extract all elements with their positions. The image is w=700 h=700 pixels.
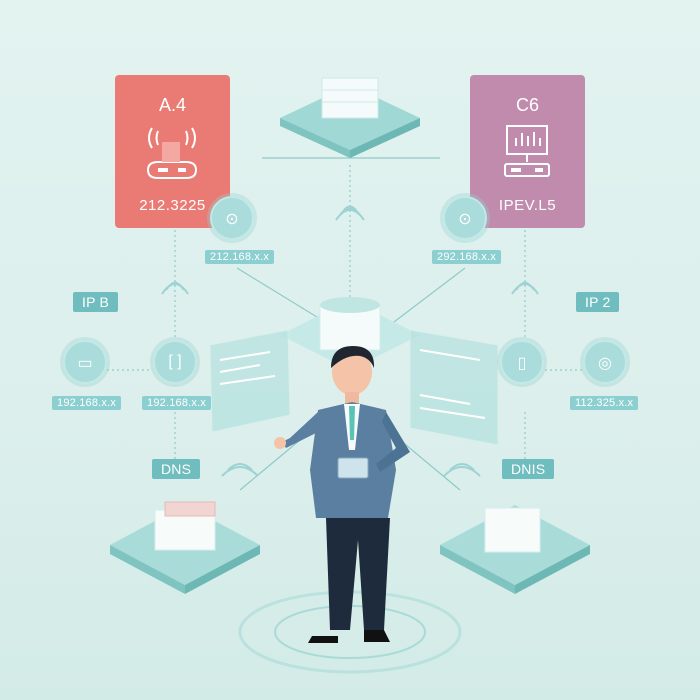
code-node[interactable]: [ ] [153, 340, 197, 384]
code-icon: [ ] [168, 353, 182, 370]
floating-screens [209, 329, 499, 446]
devices-icon: ▯ [517, 355, 527, 372]
dns-label: DNIS [502, 459, 555, 479]
wifi-router-icon [146, 127, 198, 179]
globe-node[interactable]: ◎ [583, 340, 627, 384]
card-value: 212.3225 [139, 197, 206, 214]
dns-label: DNS [152, 459, 201, 479]
user-lock-icon: ⊙ [225, 211, 239, 228]
wifi-icons [161, 205, 539, 477]
globe-icon: ◎ [598, 355, 612, 372]
server-node[interactable]: ▭ [63, 340, 107, 384]
card-value: IPEV.L5 [498, 197, 557, 214]
ip-card-c6[interactable]: C6 IPEV.L5 [470, 75, 585, 228]
user-lock-node[interactable]: ⊙ [210, 196, 254, 240]
monitor-server-icon [504, 125, 550, 177]
ip-2-label: IP 2 [576, 292, 620, 312]
server-icon: ▭ [77, 355, 93, 372]
top-server-platform [280, 77, 420, 158]
ip-label: 192.168.x.x [52, 396, 122, 410]
ip-label: 112.325.x.x [570, 396, 639, 410]
user-icon: ⊙ [458, 211, 472, 228]
businessman-figure [274, 346, 410, 643]
ip-label: 212.168.x.x [205, 250, 275, 264]
bottom-left-server-platform [110, 501, 260, 594]
card-title: A.4 [158, 95, 187, 115]
device-node[interactable]: ▯ [500, 340, 544, 384]
card-title: C6 [515, 95, 539, 115]
ip-label: 192.168.x.x [142, 396, 212, 410]
ip-label: 292.168.x.x [432, 250, 502, 264]
ip-b-label: IP B [73, 292, 119, 312]
ip-card-a4[interactable]: A.4 212.3225 [115, 75, 230, 228]
center-server-platform [280, 297, 420, 370]
bottom-right-server-platform [440, 505, 590, 594]
user-node[interactable]: ⊙ [443, 196, 487, 240]
